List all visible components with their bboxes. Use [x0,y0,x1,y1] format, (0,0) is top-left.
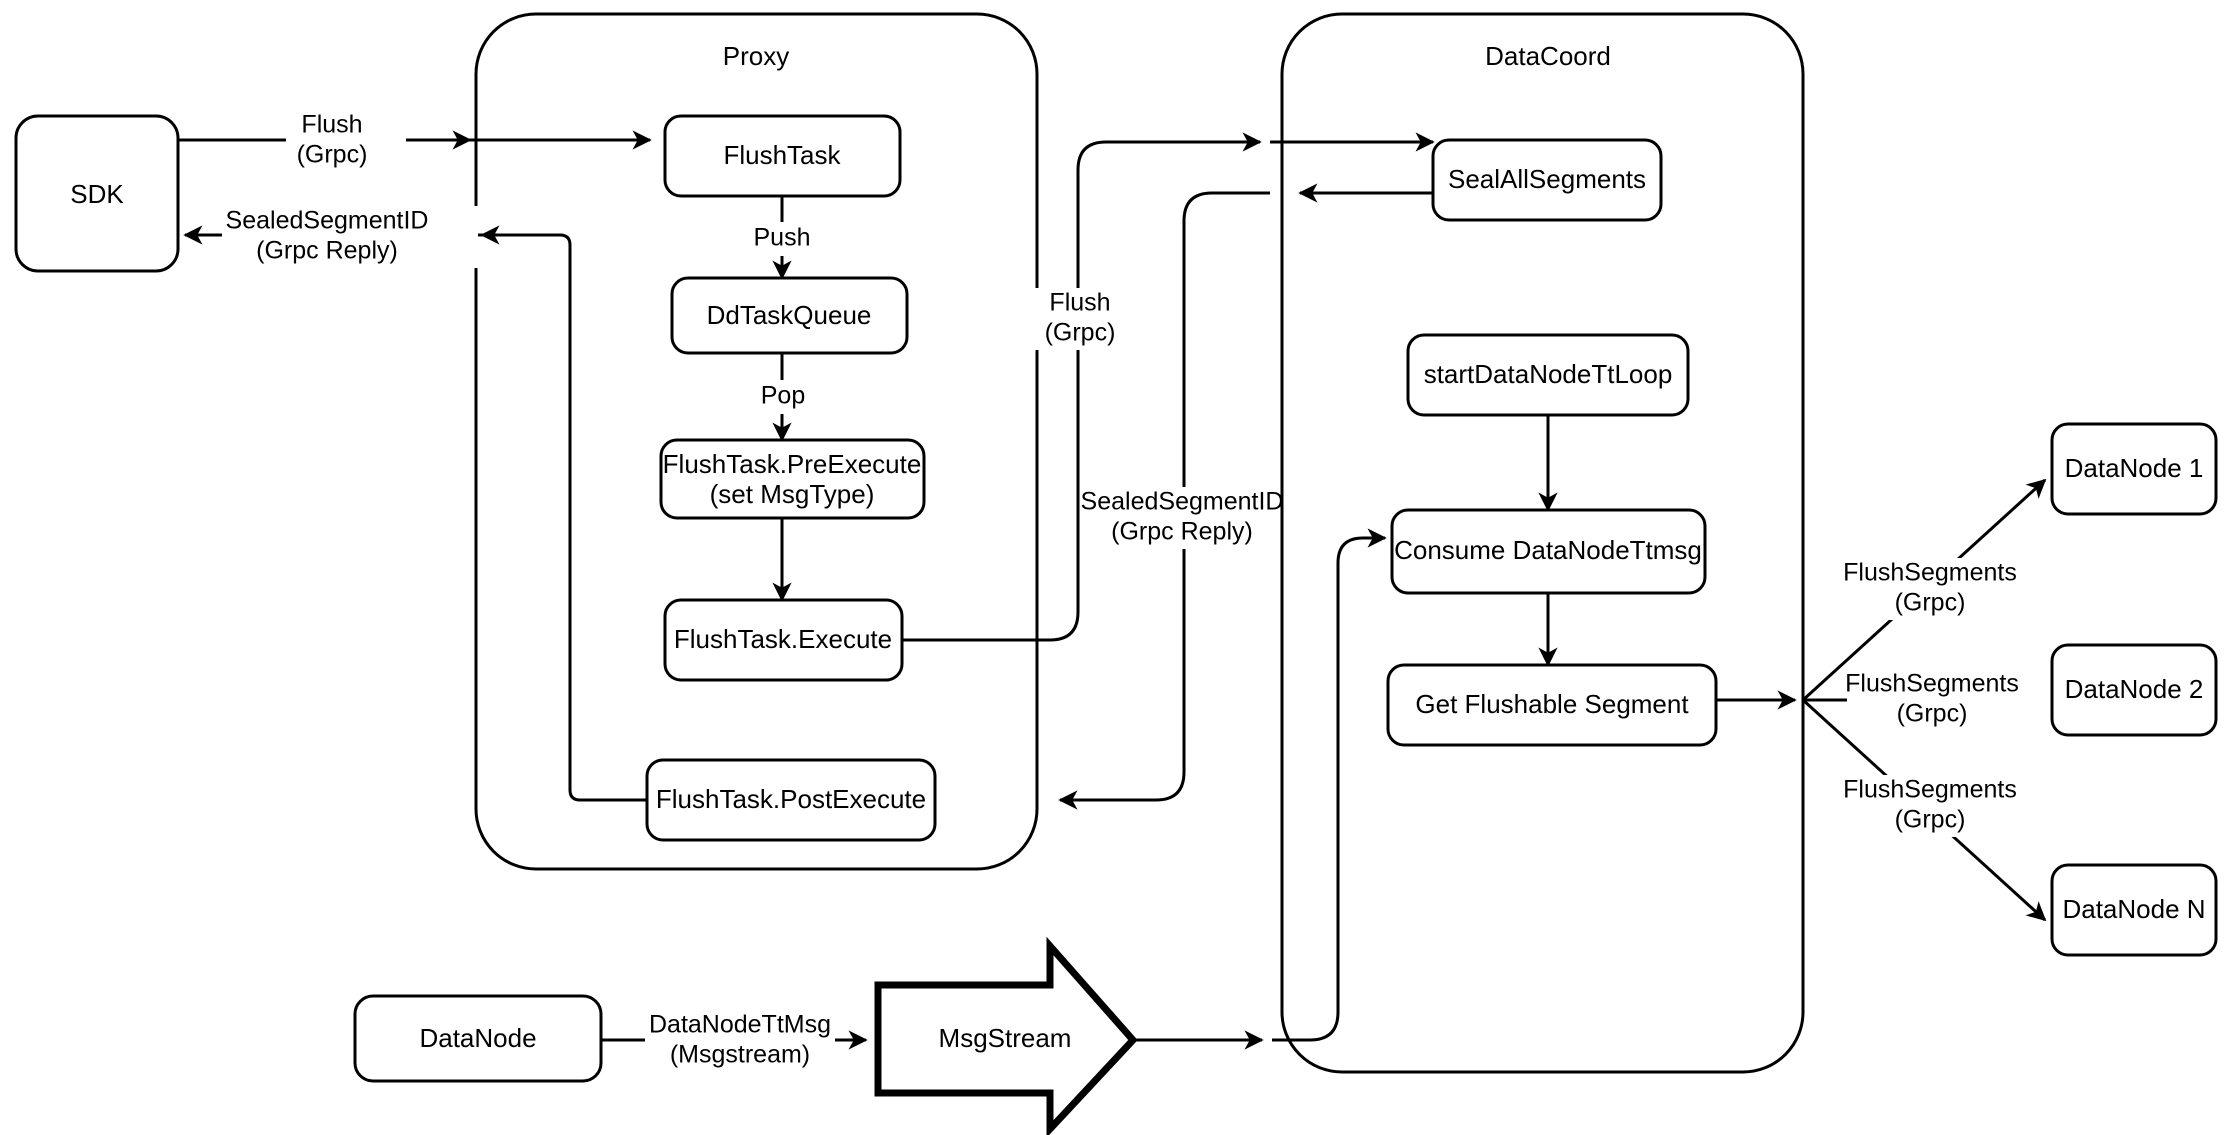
flush-grpc-label-line2: (Grpc) [297,141,368,169]
consumedatanodettmsg-label: Consume DataNodeTtmsg [1394,535,1702,565]
node-getflushablesegment[interactable]: Get Flushable Segment [1386,663,1718,747]
getflushablesegment-box[interactable] [1386,663,1718,747]
flush-coord-label-line2: (Grpc) [1045,319,1116,347]
sealedsegmentid-coord-label-line2: (Grpc Reply) [1111,518,1253,546]
datanoden-box[interactable] [2050,863,2218,957]
ddtaskqueue-label: DdTaskQueue [707,300,872,330]
edge-label-flushsegments-1: FlushSegments (Grpc) [1843,558,2049,620]
sealallsegments-box[interactable] [1431,138,1663,222]
sealallsegments-label: SealAllSegments [1448,164,1646,194]
flushsegments1-label-line1: FlushSegments [1843,559,2017,587]
node-ddtaskqueue[interactable]: DdTaskQueue [670,276,909,355]
msgstream-label: MsgStream [939,1023,1072,1053]
flushtask-postexecute-box[interactable] [645,758,937,842]
edge-label-datanodettmsg: DataNodeTtMsg (Msgstream) [645,1010,835,1072]
datanoden-label: DataNode N [2062,894,2205,924]
ddtaskqueue-box[interactable] [670,276,909,355]
edge-label-flushsegments-2: FlushSegments (Grpc) [1845,669,2049,731]
msgstream-arrow-shape[interactable] [874,936,1138,1135]
flushsegments2-label-line1: FlushSegments [1845,670,2019,698]
flushsegmentsn-label-line2: (Grpc) [1895,806,1966,834]
node-datanode-1[interactable]: DataNode 1 [2050,422,2218,516]
node-datanode-bottom[interactable]: DataNode [353,994,603,1083]
flush-grpc-label-line1: Flush [301,111,362,139]
sealedsegmentid-coord-label-line1: SealedSegmentID [1081,488,1284,516]
sealedsegmentid-reply-label-line1: SealedSegmentID [226,207,429,235]
flushsegments2-label-line2: (Grpc) [1897,700,1968,728]
edge-label-pop: Pop [746,380,820,414]
flushtask-postexecute-label: FlushTask.PostExecute [656,784,926,814]
node-consumedatanodettmsg[interactable]: Consume DataNodeTtmsg [1390,508,1707,595]
startdatanodettloop-box[interactable] [1406,333,1690,417]
edge-label-sealedsegmentid-coord-proxy: SealedSegmentID (Grpc Reply) [1081,487,1284,549]
sealedsegmentid-reply-label-line2: (Grpc Reply) [256,237,398,265]
flush-coord-label-line1: Flush [1049,289,1110,317]
datanodettmsg-label-line2: (Msgstream) [670,1041,810,1069]
flushtask-execute-box[interactable] [663,598,904,682]
push-label: Push [754,224,811,252]
flushsegments1-label-line2: (Grpc) [1895,589,1966,617]
getflushablesegment-label: Get Flushable Segment [1415,689,1689,719]
node-flushtask-execute[interactable]: FlushTask.Execute [663,598,904,682]
datanode1-box[interactable] [2050,422,2218,516]
edge-label-push: Push [740,222,824,256]
consumedatanodettmsg-box[interactable] [1390,508,1707,595]
datanode-bottom-box[interactable] [353,994,603,1083]
node-startdatanodettloop[interactable]: startDataNodeTtLoop [1406,333,1690,417]
datanode2-label: DataNode 2 [2065,674,2204,704]
flushtask-preexecute-label-line1: FlushTask.PreExecute [663,449,922,479]
datanode2-box[interactable] [2050,643,2218,737]
edge-execute-to-sealallsegments [902,132,1262,642]
node-datanode-n[interactable]: DataNode N [2050,863,2218,957]
startdatanodettloop-label: startDataNodeTtLoop [1424,359,1673,389]
node-msgstream[interactable]: MsgStream [874,936,1138,1135]
node-datanode-2[interactable]: DataNode 2 [2050,643,2218,737]
flushsegmentsn-label-line1: FlushSegments [1843,776,2017,804]
node-flushtask[interactable]: FlushTask [663,114,902,198]
edge-label-flush-sdk: Flush (Grpc) [286,110,406,172]
edge-label-flush-proxy-coord: Flush (Grpc) [1030,288,1142,350]
pop-label: Pop [761,382,805,410]
flushtask-execute-label: FlushTask.Execute [674,624,892,654]
flushtask-preexecute-label-line2: (set MsgType) [710,479,875,509]
sdk-box[interactable] [14,114,180,273]
flushtask-label: FlushTask [723,140,841,170]
edge-label-sealedsegmentid-sdk: SealedSegmentID (Grpc Reply) [222,206,478,268]
node-flushtask-postexecute[interactable]: FlushTask.PostExecute [645,758,937,842]
edge-label-flushsegments-n: FlushSegments (Grpc) [1843,775,2049,837]
sdk-label: SDK [70,179,124,209]
edge-postexecute-to-sdk [183,225,647,802]
edge-datacoord-boundary-to-consume [1272,528,1387,1042]
node-flushtask-preexecute[interactable]: FlushTask.PreExecute (set MsgType) [659,438,926,520]
datacoord-container-label: DataCoord [1485,41,1611,71]
node-sdk[interactable]: SDK [14,114,180,273]
datanodettmsg-label-line1: DataNodeTtMsg [649,1011,831,1039]
datanode1-label: DataNode 1 [2065,453,2204,483]
proxy-container-label: Proxy [723,41,789,71]
datanode-bottom-label: DataNode [419,1023,536,1053]
node-sealallsegments[interactable]: SealAllSegments [1431,138,1663,222]
flushtask-box[interactable] [663,114,902,198]
flushtask-preexecute-box[interactable] [659,438,926,520]
